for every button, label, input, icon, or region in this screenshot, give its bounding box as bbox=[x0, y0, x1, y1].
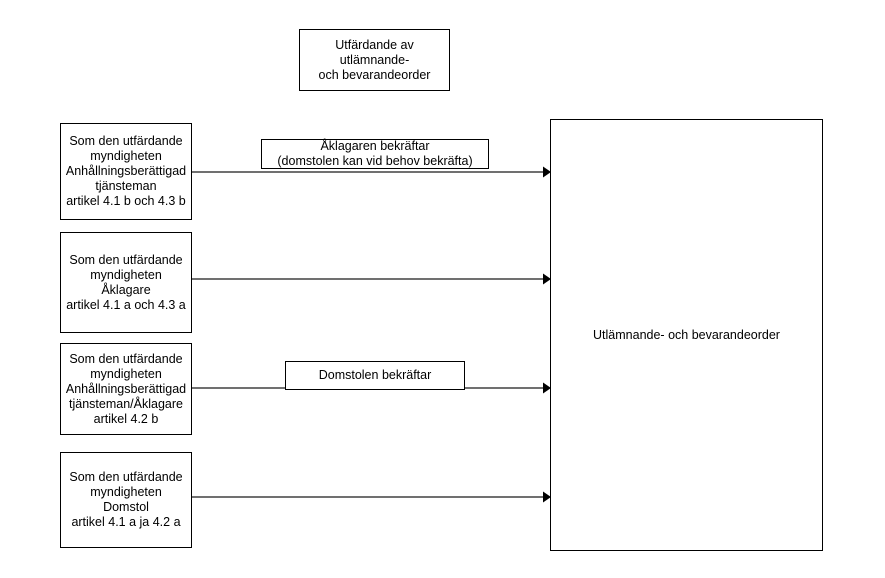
source-box-issuing-authority-officer-or-prosecutor: Som den utfärdande myndigheten Anhållnin… bbox=[60, 343, 192, 435]
target-box-order: Utlämnande- och bevarandeorder bbox=[550, 119, 823, 551]
title-box-label: Utfärdande av utlämnande- och bevarandeo… bbox=[318, 37, 431, 82]
source-box-issuing-authority-court: Som den utfärdande myndigheten Domstol a… bbox=[60, 452, 192, 548]
connector-label-court-confirms: Domstolen bekräftar bbox=[285, 361, 465, 390]
connector-label-text: Åklagaren bekräftar (domstolen kan vid b… bbox=[277, 139, 473, 168]
source-box-label: Som den utfärdande myndigheten Anhållnin… bbox=[65, 351, 187, 426]
arrow-source-1-to-target bbox=[192, 273, 551, 285]
target-box-label: Utlämnande- och bevarandeorder bbox=[593, 327, 780, 342]
source-box-label: Som den utfärdande myndigheten Domstol a… bbox=[69, 470, 183, 529]
arrow-source-3-to-target bbox=[192, 491, 551, 503]
title-box: Utfärdande av utlämnande- och bevarandeo… bbox=[299, 29, 450, 91]
source-box-issuing-authority-police-officer: Som den utfärdande myndigheten Anhållnin… bbox=[60, 123, 192, 220]
source-box-label: Som den utfärdande myndigheten Åklagare … bbox=[66, 252, 186, 312]
source-box-label: Som den utfärdande myndigheten Anhållnin… bbox=[65, 134, 187, 208]
source-box-issuing-authority-prosecutor: Som den utfärdande myndigheten Åklagare … bbox=[60, 232, 192, 333]
connector-label-text: Domstolen bekräftar bbox=[318, 368, 432, 382]
connector-label-prosecutor-confirms: Åklagaren bekräftar (domstolen kan vid b… bbox=[261, 139, 489, 169]
